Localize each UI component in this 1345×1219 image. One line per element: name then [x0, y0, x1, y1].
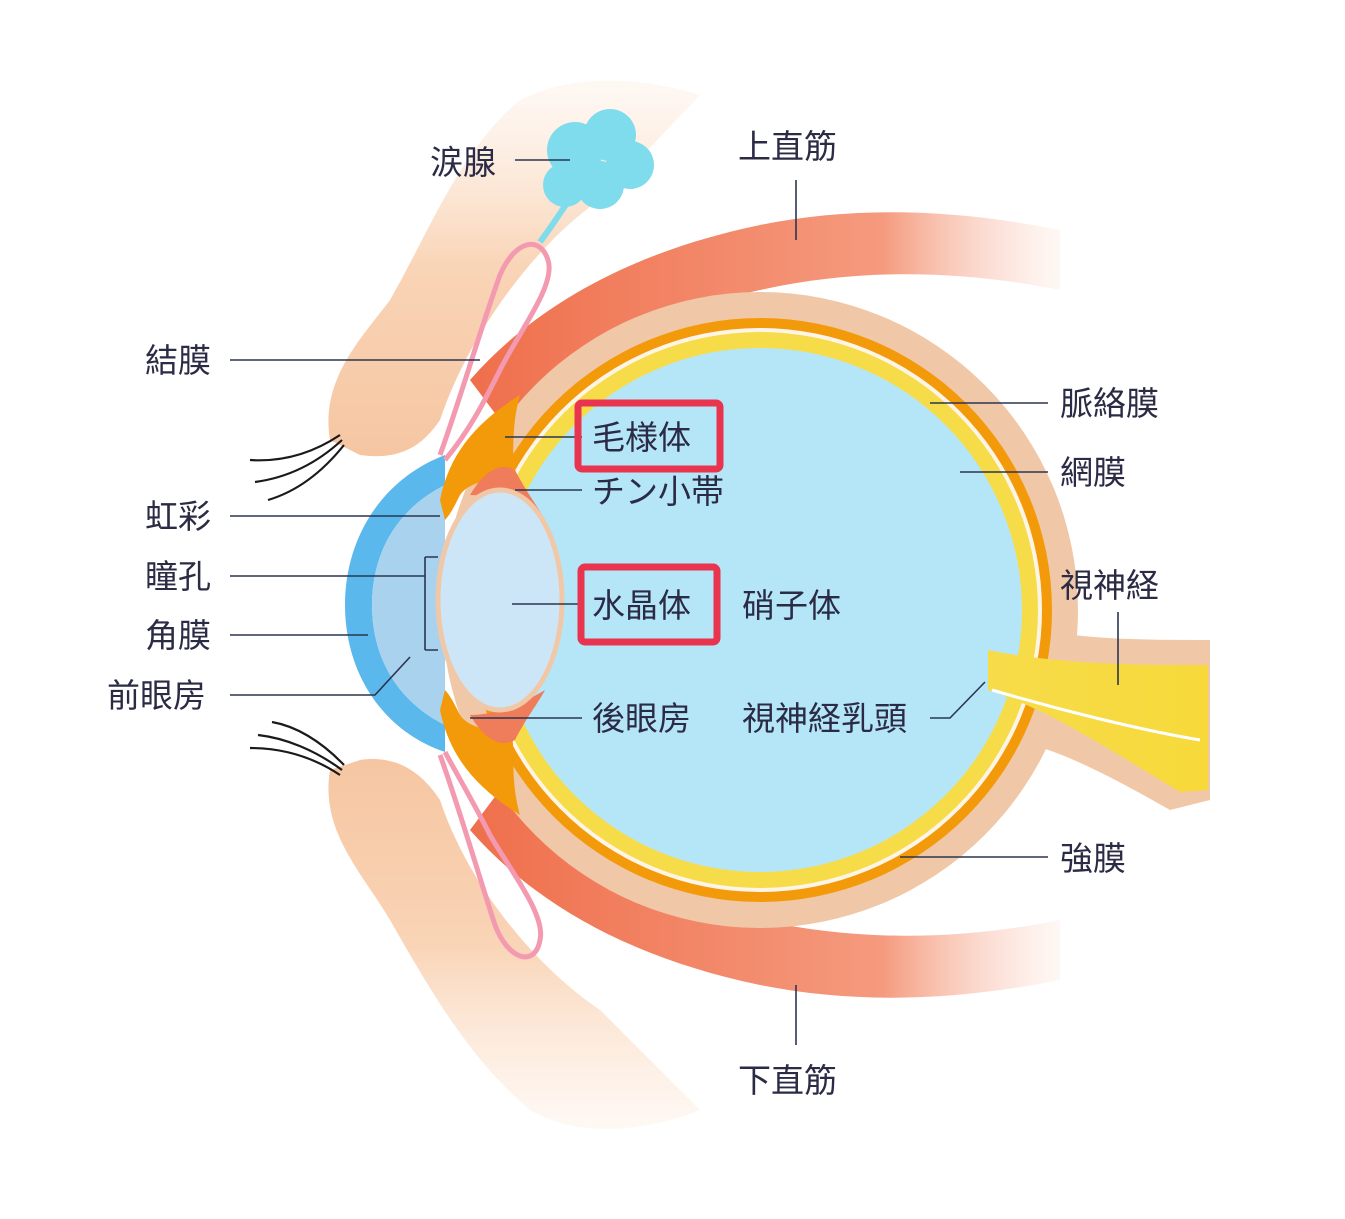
conjunctiva-upper	[437, 241, 552, 462]
label-sclera: 強膜	[1060, 839, 1126, 878]
label-cornea: 角膜	[145, 616, 211, 655]
superior-rectus-muscle	[470, 212, 1060, 420]
lens	[435, 487, 565, 713]
label-superior-rectus: 上直筋	[738, 127, 837, 166]
label-posterior-chamber: 後眼房	[592, 699, 691, 738]
label-retina: 網膜	[1060, 453, 1126, 492]
lacrimal-gland	[543, 109, 654, 209]
ciliary-body-highlight-box	[574, 399, 724, 473]
conjunctiva-lower	[437, 750, 544, 960]
posterior-chamber-lower	[470, 690, 545, 743]
label-vitreous: 硝子体	[742, 586, 841, 625]
label-optic-nerve: 視神経	[1060, 566, 1159, 605]
label-zonule: チン小帯	[592, 472, 724, 511]
lower-eyelashes	[249, 720, 345, 776]
ciliary-body-upper	[440, 395, 520, 520]
label-lacrimal-gland: 涙腺	[430, 143, 496, 182]
label-anterior-chamber: 前眼房	[107, 676, 206, 715]
label-pupil: 瞳孔	[145, 557, 211, 596]
label-inferior-rectus: 下直筋	[738, 1061, 837, 1100]
label-lens: 水晶体	[592, 586, 691, 625]
label-optic-disc: 視神経乳頭	[742, 699, 907, 738]
inferior-rectus-muscle	[470, 790, 1060, 998]
cornea	[345, 455, 445, 752]
label-ciliary-body: 毛様体	[592, 418, 691, 457]
label-iris: 虹彩	[145, 497, 211, 536]
vitreous-body	[498, 348, 1022, 872]
label-choroid: 脈絡膜	[1060, 384, 1159, 423]
optic-nerve	[988, 650, 1208, 792]
lens-highlight-box	[577, 563, 721, 646]
anterior-chamber	[372, 485, 445, 725]
ciliary-body-lower	[440, 690, 520, 815]
lower-eyelid	[328, 759, 700, 1129]
label-conjunctiva: 結膜	[145, 341, 211, 380]
upper-eyelashes	[249, 434, 345, 502]
